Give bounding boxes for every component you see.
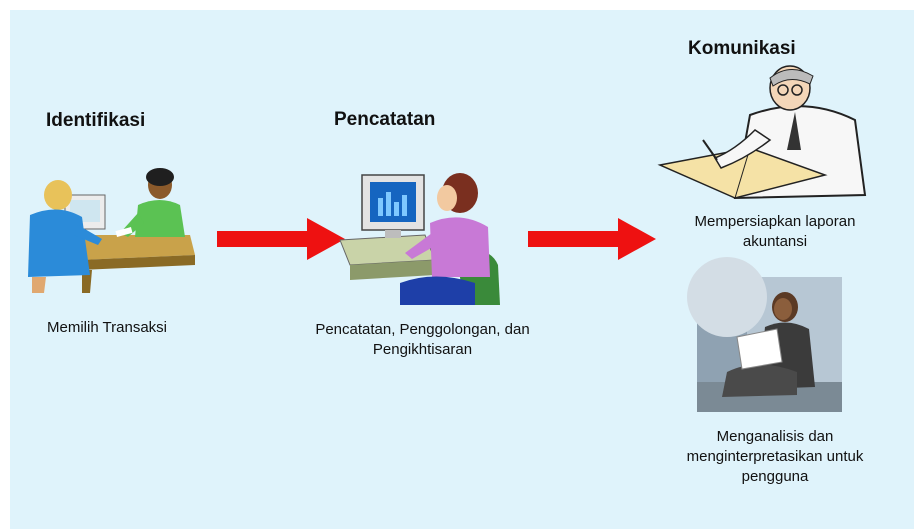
man-writing-report-icon (657, 65, 867, 200)
woman-at-computer-icon (339, 173, 500, 305)
caption-komunikasi-report: Mempersiapkan laporan akuntansi (660, 212, 890, 252)
caption-pencatatan: Pencatatan, Penggolongan, dan Pengikhtis… (270, 320, 575, 360)
arrow-right-1-icon (217, 218, 345, 260)
caption-komunikasi-analysis: Menganalisis dan menginterpretasikan unt… (650, 427, 900, 487)
caption-komunikasi-analysis-line2: menginterpretasikan untuk (686, 448, 864, 465)
two-people-desk-icon (28, 168, 195, 293)
stage-title-komunikasi: Komunikasi (688, 38, 796, 59)
caption-pencatatan-line1: Pencatatan, Penggolongan, dan (315, 321, 530, 338)
arrow-right-2-icon (528, 218, 656, 260)
caption-komunikasi-report-line2: akuntansi (742, 233, 808, 250)
caption-pencatatan-line2: Pengikhtisaran (372, 341, 473, 358)
caption-identifikasi: Memilih Transaksi (46, 319, 168, 336)
caption-komunikasi-analysis-line3: pengguna (741, 468, 809, 485)
stage-title-pencatatan: Pencatatan (334, 109, 436, 130)
stage-title-identifikasi: Identifikasi (46, 110, 146, 131)
caption-komunikasi-report-line1: Mempersiapkan laporan (694, 213, 856, 230)
caption-komunikasi-analysis-line1: Menganalisis dan (716, 428, 834, 445)
woman-reading-document-icon (687, 257, 842, 412)
